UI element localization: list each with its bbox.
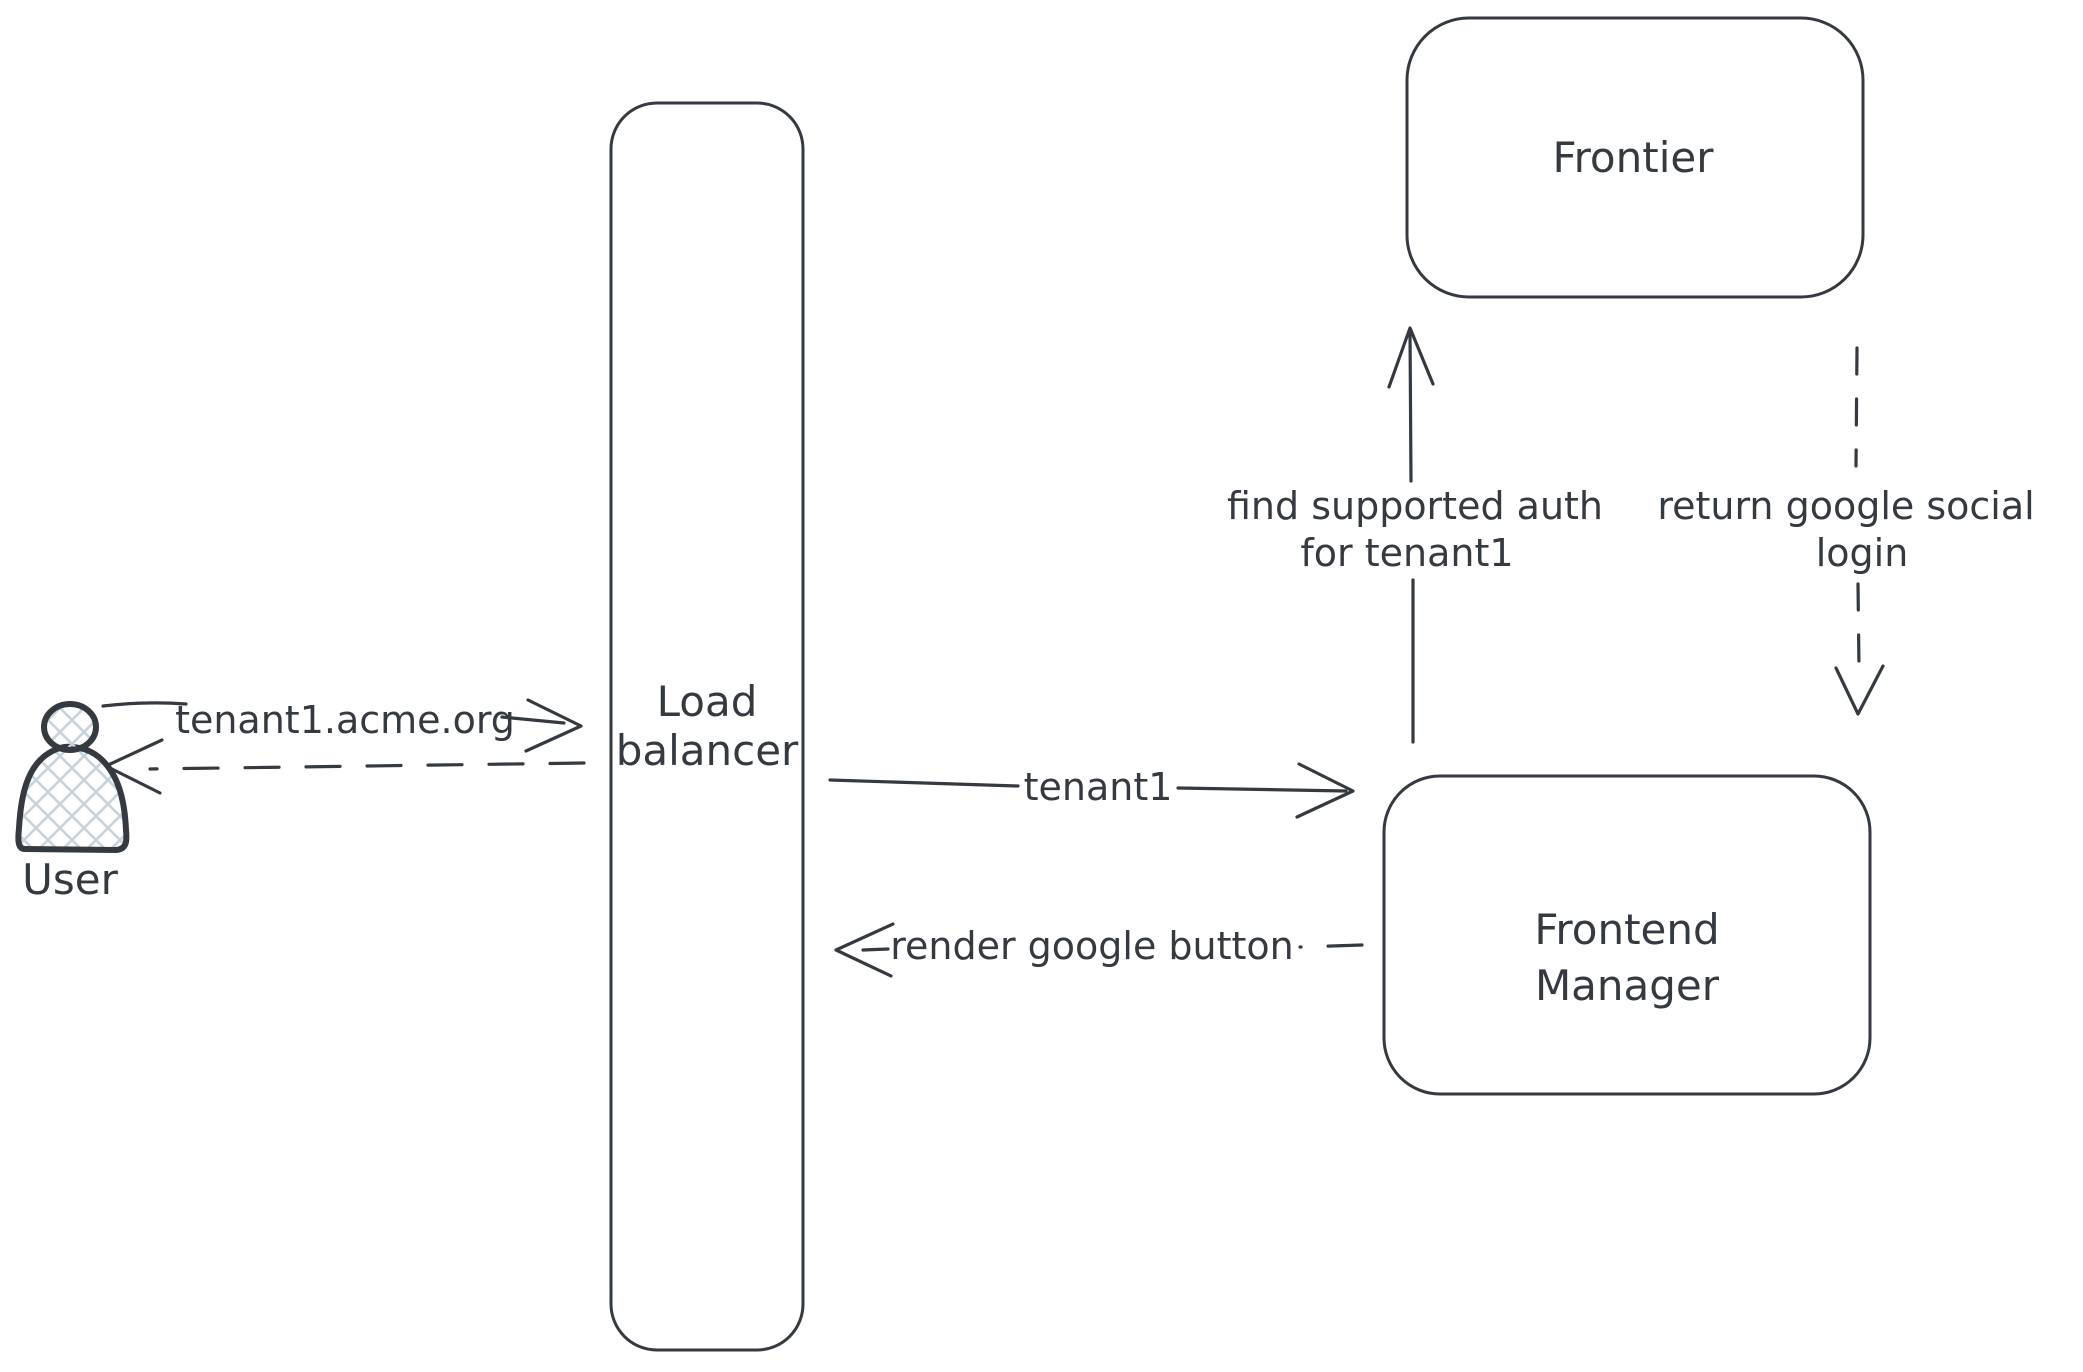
frontend-manager-label-line1: Frontend <box>1534 905 1719 954</box>
arrow-frontendmanager-to-loadbalancer: render google button <box>834 922 1364 978</box>
person-icon <box>15 743 130 853</box>
frontend-manager-label-line2: Manager <box>1535 961 1720 1010</box>
arrow-shaft <box>828 778 1020 788</box>
arrow-shaft-dashed <box>1856 582 1861 670</box>
load-balancer-label-line2: balancer <box>616 726 799 775</box>
frontend-manager-box <box>1382 774 1872 1096</box>
arrow-shaft <box>1176 786 1348 793</box>
message-label-render-google-button: render google button <box>890 924 1294 968</box>
message-label-for-tenant1: for tenant1 <box>1300 531 1513 575</box>
load-balancer-label-line1: Load <box>657 677 758 726</box>
message-label-tenant1-acme-org: tenant1.acme.org <box>175 698 515 742</box>
arrowhead-up-icon <box>1387 326 1435 389</box>
arrowhead-right-icon <box>1295 762 1355 819</box>
arrow-shaft-dashed <box>861 947 890 952</box>
arrow-shaft-dashed <box>1298 943 1364 949</box>
arrow-frontendmanager-to-frontier: find supported auth for tenant1 <box>1227 326 1603 744</box>
arrowhead-left-icon <box>834 922 895 978</box>
arrowhead-left-icon <box>104 738 164 795</box>
arrow-user-to-loadbalancer: tenant1.acme.org <box>101 698 583 753</box>
frontend-manager-node: Frontend Manager <box>1382 774 1872 1096</box>
message-label-find-supported-auth: find supported auth <box>1227 484 1603 528</box>
frontier-label: Frontier <box>1552 133 1714 182</box>
arrow-loadbalancer-to-user <box>104 738 586 795</box>
load-balancer-node: Load balancer <box>609 101 805 1352</box>
arrow-shaft-dashed <box>148 761 586 771</box>
user-label: User <box>22 855 118 904</box>
arrowhead-right-icon <box>524 698 583 753</box>
message-label-return-google-social: return google social <box>1657 484 2034 528</box>
user-figure: User <box>15 701 130 904</box>
arrow-shaft <box>1408 328 1413 483</box>
frontier-node: Frontier <box>1405 16 1865 299</box>
arrow-shaft <box>101 701 188 708</box>
arrow-shaft-dashed <box>1854 346 1859 468</box>
message-label-tenant1: tenant1 <box>1024 765 1173 809</box>
person-head <box>41 701 99 753</box>
message-label-login: login <box>1816 531 1909 575</box>
arrow-shaft <box>500 715 566 725</box>
load-balancer-box <box>609 101 805 1352</box>
arrowhead-down-icon <box>1834 664 1885 716</box>
arrow-frontier-to-frontendmanager: return google social login <box>1657 346 2035 716</box>
arrow-loadbalancer-to-frontendmanager: tenant1 <box>828 762 1355 819</box>
frontier-box <box>1405 16 1865 299</box>
